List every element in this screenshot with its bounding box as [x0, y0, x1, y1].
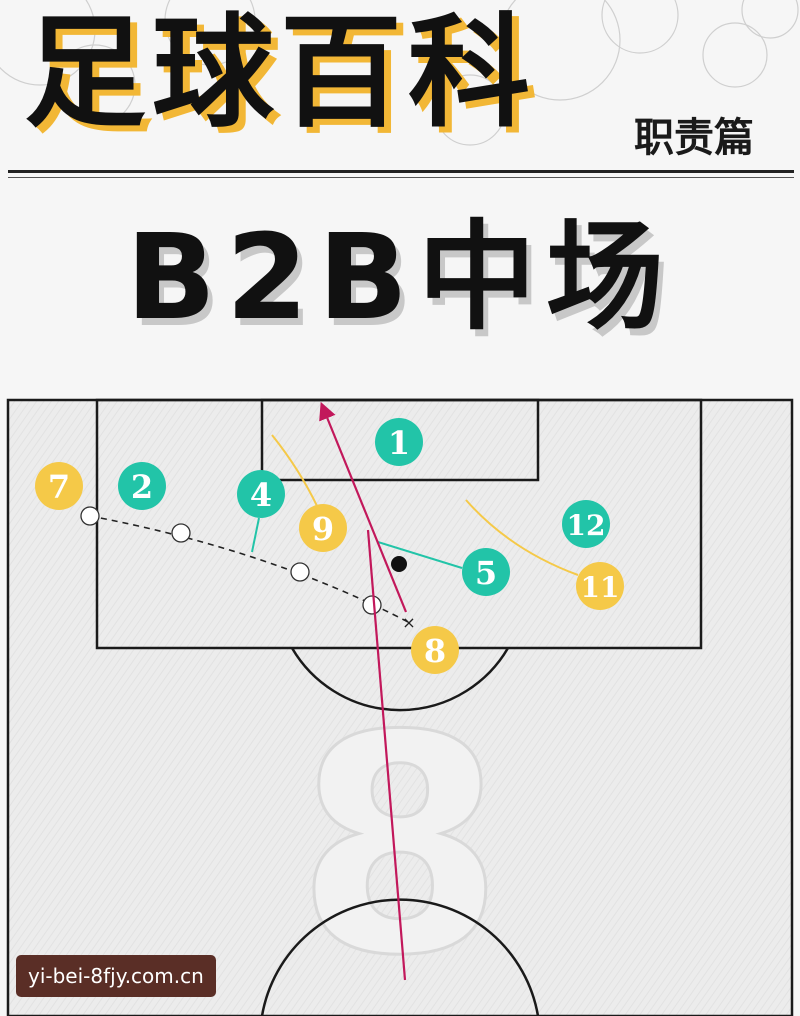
- pass-node: [171, 523, 191, 543]
- pass-end-marker: ×: [402, 613, 415, 632]
- header-decoration: [0, 0, 799, 146]
- movement-line-9: [271, 434, 319, 509]
- player-teal: 5: [462, 548, 510, 596]
- pass-node: [290, 562, 310, 582]
- pass-path: [89, 515, 409, 623]
- player-number: 4: [250, 476, 272, 514]
- ball: [391, 556, 407, 572]
- run-line-back: [366, 529, 407, 981]
- player-number: 8: [424, 632, 446, 670]
- player-number: 2: [131, 468, 153, 506]
- divider-thin: [8, 177, 794, 178]
- player-number: 12: [567, 509, 606, 542]
- marking-line-5: [377, 541, 463, 569]
- player-yellow: 9: [299, 504, 347, 552]
- player-teal: 1: [375, 418, 423, 466]
- player-yellow: 11: [576, 562, 624, 610]
- goal-box: [260, 398, 540, 482]
- player-number: 9: [312, 510, 334, 548]
- player-teal: 2: [118, 462, 166, 510]
- center-circle: [260, 898, 540, 1016]
- marking-line-4: [251, 517, 260, 553]
- pass-node: [362, 595, 382, 615]
- pitch-diagram: 8 × 1 2 4 5 12 7: [6, 398, 794, 1016]
- section-title: B2B中场: [126, 208, 674, 346]
- run-line-forward: [319, 401, 408, 613]
- watermark-label: yi-bei-8fjy.com.cn: [16, 955, 216, 997]
- background-number: 8: [296, 672, 505, 1016]
- player-teal: 12: [562, 500, 610, 548]
- player-number: 1: [388, 424, 410, 462]
- page-title: 足球百科: [24, 2, 536, 144]
- player-number: 5: [475, 554, 497, 592]
- page-subtitle: 职责篇: [634, 115, 754, 161]
- player-yellow: 7: [35, 462, 83, 510]
- player-number: 7: [48, 468, 70, 506]
- player-yellow: 8: [411, 626, 459, 674]
- penalty-arc: [290, 647, 510, 712]
- player-number: 11: [581, 571, 620, 604]
- pass-node: [80, 506, 100, 526]
- player-teal: 4: [237, 470, 285, 518]
- movement-line-11: [465, 499, 579, 576]
- divider-thick: [8, 170, 794, 173]
